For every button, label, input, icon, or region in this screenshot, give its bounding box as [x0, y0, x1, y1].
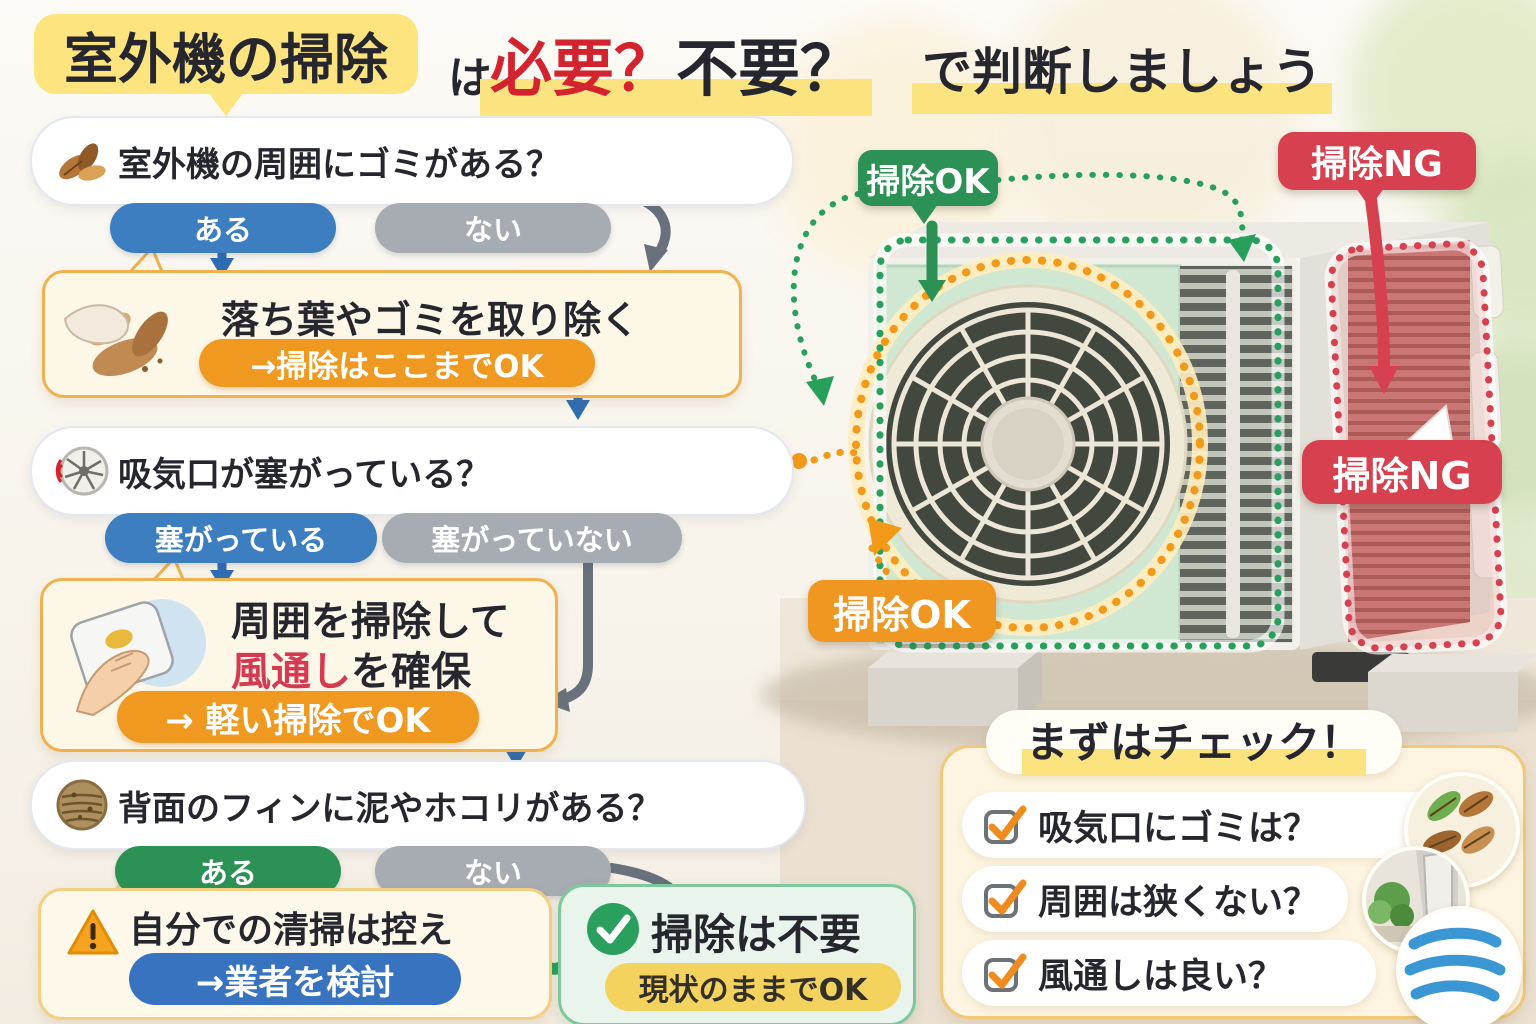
- unit-badge-clean-ng-top: 掃除NG: [1278, 132, 1476, 190]
- unit-badge-clean-ok-bottom: 掃除OK: [808, 580, 996, 642]
- question-3-box: 背面のフィンに泥やホコリがある？: [30, 760, 806, 850]
- warning-text: 自分での清掃は控え: [129, 910, 454, 951]
- q3-answer-yes: ある: [115, 846, 341, 896]
- checklist-item-1: 吸気口にゴミは？: [1038, 808, 1319, 849]
- dirty-fin-icon: [56, 779, 108, 831]
- action-2-line1: 周囲を掃除して: [231, 599, 510, 645]
- action-2-emphasis: 風通し: [231, 649, 351, 695]
- checkbox-icon: [984, 879, 1027, 918]
- unit-feet: [868, 644, 1536, 732]
- action-1-box: 落ち葉やゴミを取り除く →掃除はここまでOK: [42, 270, 742, 398]
- checklist-item-3: 風通しは良い？: [1038, 956, 1284, 997]
- action-2-badge: → 軽い掃除でOK: [117, 691, 479, 743]
- wiping-hand-illustration: [70, 599, 206, 717]
- checklist-title-text: まずはチェック！: [1022, 708, 1367, 776]
- checkbox-icon: [984, 805, 1027, 844]
- result-badge: 現状のままでOK: [605, 963, 901, 1011]
- checklist-row-1: 吸気口にゴミは？: [962, 792, 1482, 858]
- title-bubble-text: 室外機の掃除: [64, 27, 388, 91]
- title-highlight-bubble: 室外機の掃除: [34, 14, 418, 94]
- unit-badge-clean-ng-side: 掃除NG: [1302, 440, 1502, 504]
- checkbox-icon: [984, 953, 1027, 992]
- checklist-row-3: 風通しは良い？: [962, 940, 1376, 1006]
- result-text: 掃除は不要: [651, 910, 862, 959]
- q2-answer-blocked: 塞がっている: [105, 513, 377, 563]
- title-rest: で判断しましょう: [912, 32, 1332, 114]
- unit-badge-clean-ok-top: 掃除OK: [858, 150, 998, 206]
- hand-picking-leaves-illustration: [63, 304, 168, 377]
- question-1-text: 室外機の周囲にゴミがある？: [118, 144, 560, 185]
- action-1-badge: →掃除はここまでOK: [199, 339, 595, 387]
- q2-answer-not-blocked: 塞がっていない: [382, 513, 682, 563]
- action-2-line2: 風通しを確保: [231, 639, 471, 697]
- unit-badge-clean-ng-tail: [1356, 188, 1384, 208]
- blocked-fan-icon: [55, 446, 109, 496]
- q1-answer-no: ない: [375, 203, 611, 253]
- warning-icon: [67, 909, 119, 955]
- leaves-icon: [59, 143, 106, 181]
- warning-box: 自分での清掃は控え →業者を検討: [38, 888, 552, 1020]
- leaves-photo-icon: [1404, 772, 1520, 888]
- checklist-item-2: 周囲は狭くない？: [1038, 882, 1319, 923]
- title-bubble-tail: [208, 92, 244, 116]
- title-question: 必要？不要？: [480, 18, 873, 116]
- warning-badge: →業者を検討: [129, 953, 461, 1005]
- checklist-row-2: 周囲は狭くない？: [962, 866, 1348, 932]
- action-2-line2-rest: を確保: [351, 649, 471, 695]
- question-3-text: 背面のフィンに泥やホコリがある？: [118, 788, 662, 829]
- wind-icon: [1396, 906, 1522, 1024]
- check-circle-icon: [587, 903, 639, 955]
- unit-badge-clean-ok-tail: [910, 204, 938, 224]
- checklist-title: まずはチェック！: [986, 708, 1403, 776]
- title-noneed: 不要？: [676, 32, 863, 105]
- q1-answer-yes: ある: [110, 203, 336, 253]
- action-1-text: 落ち葉やゴミを取り除く: [221, 298, 640, 342]
- question-2-text: 吸気口が塞がっている？: [118, 454, 491, 495]
- question-2-box: 吸気口が塞がっている？: [30, 426, 794, 516]
- title-need: 必要？: [490, 32, 677, 105]
- result-box: 掃除は不要 現状のままでOK: [558, 884, 916, 1024]
- fan-grille: [868, 284, 1188, 604]
- action-2-box: 周囲を掃除して 風通しを確保 → 軽い掃除でOK: [40, 578, 558, 752]
- question-1-box: 室外機の周囲にゴミがある？: [30, 116, 794, 206]
